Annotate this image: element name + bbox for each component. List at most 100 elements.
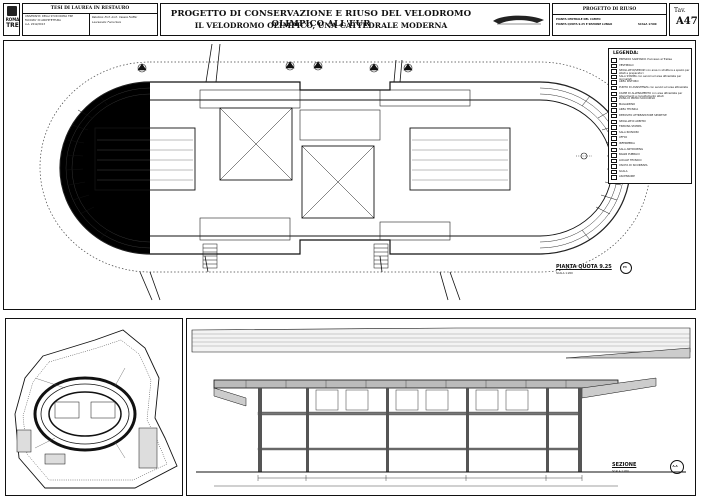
legend-swatch	[611, 136, 617, 141]
site-paths	[34, 367, 126, 459]
section-bowl-lines	[192, 333, 690, 347]
section-roof	[213, 379, 619, 389]
plan-central-block-left	[219, 107, 293, 181]
legend-swatch	[611, 125, 617, 130]
sheet-info-divider	[553, 14, 666, 15]
plan-radial-seats-left	[66, 95, 109, 241]
legend-swatch	[611, 80, 617, 85]
legend-item: SPOGLIATOI/SERVIZI con area in strutture…	[611, 69, 691, 75]
plan-court-left	[94, 127, 196, 191]
title-box: PROGETTO DI CONSERVAZIONE E RIUSO DEL VE…	[160, 3, 550, 36]
section-stand-left	[213, 387, 247, 407]
section-bowl-elevation	[191, 327, 691, 353]
plan-frame	[3, 40, 696, 310]
logo-emblem	[7, 6, 17, 16]
section-label-group: SEZIONE SCALA 1:200 A-A	[612, 460, 692, 480]
sheet-desc-line-0: PIANTA CENTRALE DEL CAMPO	[556, 18, 601, 21]
legend-item: INFERMERIA	[611, 141, 691, 148]
university-line-1: FACOLTA' DI ARCHITETTURA	[25, 19, 61, 22]
legend-swatch	[611, 97, 617, 102]
legend-item: CAMPI DI ALLENAMENTO con aree attrezzate…	[611, 91, 691, 97]
legend-item: PUNTO DI ASSISTENZA con servizi ed aree …	[611, 85, 691, 92]
site-frame	[5, 318, 183, 496]
sheet-desc-line-1: PIANTA QUOTA 9.25 E SEZIONE LUNGO	[556, 23, 613, 26]
plan-central-block-right	[301, 145, 375, 219]
tav-label: Tav.	[674, 7, 686, 14]
main-title: PROGETTO DI CONSERVAZIONE E RIUSO DEL VE…	[170, 9, 472, 29]
site-boundary	[14, 329, 178, 489]
legend-swatch	[611, 130, 617, 136]
legend-item: DEPOSITO ATTREZZATURE SPORTIVE	[611, 113, 691, 120]
legend-item: SALA STAMPA con servizi ed aree attrezza…	[611, 74, 691, 80]
section-slope-right	[565, 347, 691, 359]
legend-item: AREA RISTORO	[611, 80, 691, 86]
plan-stands-hatch-left	[59, 81, 151, 255]
subtitle: IL VELODROMO OLIMPICO, UNA CATTEDRALE MO…	[194, 21, 448, 30]
supervisor-line-0: Relatore: Prof. Arch. Cesare Feiffer	[92, 16, 138, 19]
section-scale: SCALA 1:200	[612, 470, 629, 473]
plan-court-left-lines	[97, 139, 193, 181]
plan-court-right-lines	[412, 139, 508, 181]
section-windows	[315, 389, 529, 411]
logo-bottom-text: TRE	[6, 22, 19, 29]
legend-item: UFFICI	[611, 136, 691, 142]
legend-swatch	[611, 164, 617, 169]
legend-swatch	[611, 102, 617, 108]
plan-mark: P3	[620, 262, 632, 274]
thesis-vdivider	[89, 13, 90, 35]
section-columns	[258, 388, 582, 472]
university-line-0: UNIVERSITA' DEGLI STUDI ROMA TRE	[25, 15, 74, 18]
legend-item: SCALA	[611, 169, 691, 176]
legend-item: ZONA DI PRIMO SOCCORSO	[611, 97, 691, 103]
section-drawing	[191, 327, 691, 487]
section-mark: A-A	[670, 460, 684, 474]
section-frame	[186, 318, 696, 496]
legend-item: ASCENSORE	[611, 175, 691, 181]
legend-box: LEGENDA: PRESIDIO SANITARIO d'accesso al…	[608, 48, 692, 184]
site-velodrome	[33, 376, 137, 452]
legend-swatch	[611, 141, 617, 147]
section-label: PROGETTO DI RIUSO	[582, 7, 637, 12]
section-roof-ribs	[245, 380, 567, 388]
plan-court-right	[409, 127, 511, 191]
legend-item: AREA TECNICA	[611, 108, 691, 114]
legend-item: TRIBUNA STAMPA	[611, 125, 691, 131]
legend-item: VESTIBOLO	[611, 63, 691, 70]
legend-swatch	[611, 85, 617, 91]
plan-label-group: PIANTA QUOTA 9.25 SCALA 1:200 P3	[556, 262, 636, 282]
site-buildings	[16, 427, 158, 469]
site-inner-boundary	[22, 339, 168, 481]
scale-text: SCALA 1:500	[638, 23, 657, 26]
legend-swatch	[611, 108, 617, 113]
logo-box: ROMA TRE	[3, 3, 20, 36]
legend-list: PRESIDIO SANITARIO d'accesso al Trallee …	[611, 58, 691, 181]
site-plan	[14, 329, 178, 489]
legend-item: MAGAZZINO	[611, 102, 691, 109]
plan-bowl-inner	[77, 99, 613, 237]
legend-item: SPOGLIATOI ARBITRI	[611, 119, 691, 126]
university-line-2: A.A. 2012/2013	[25, 23, 46, 26]
legend-item: SALA ANTIDOPING	[611, 147, 691, 154]
section-dimensions	[214, 475, 618, 487]
legend-swatch	[611, 113, 617, 119]
sheet-info-box: PROGETTO DI RIUSO PIANTA CENTRALE DEL CA…	[552, 3, 667, 36]
plan-outer-dashed-ring	[39, 61, 651, 273]
section-label: SEZIONE	[612, 462, 637, 468]
floor-plan	[39, 43, 651, 301]
tav-box: Tav. A47	[669, 3, 699, 36]
thesis-box: TESI DI LAUREA IN RESTAURO UNIVERSITA' D…	[22, 3, 158, 36]
plan-scale: SCALA 1:200	[556, 272, 573, 275]
legend-swatch	[611, 158, 617, 164]
legend-item: PRESIDIO SANITARIO d'accesso al Trallee	[611, 58, 691, 64]
plan-stairs	[202, 243, 389, 269]
tav-number: A47	[676, 16, 698, 27]
legend-item: LOCALE TECNICO	[611, 158, 691, 165]
thesis-label: TESI DI LAUREA IN RESTAURO	[50, 6, 130, 11]
legend-swatch	[611, 58, 617, 63]
plan-section-markers	[137, 61, 592, 160]
thesis-divider	[23, 13, 157, 14]
logo-top-text: ROMA	[5, 17, 20, 22]
legend-swatch	[611, 119, 617, 125]
logo-velodrome-icon	[493, 15, 544, 25]
